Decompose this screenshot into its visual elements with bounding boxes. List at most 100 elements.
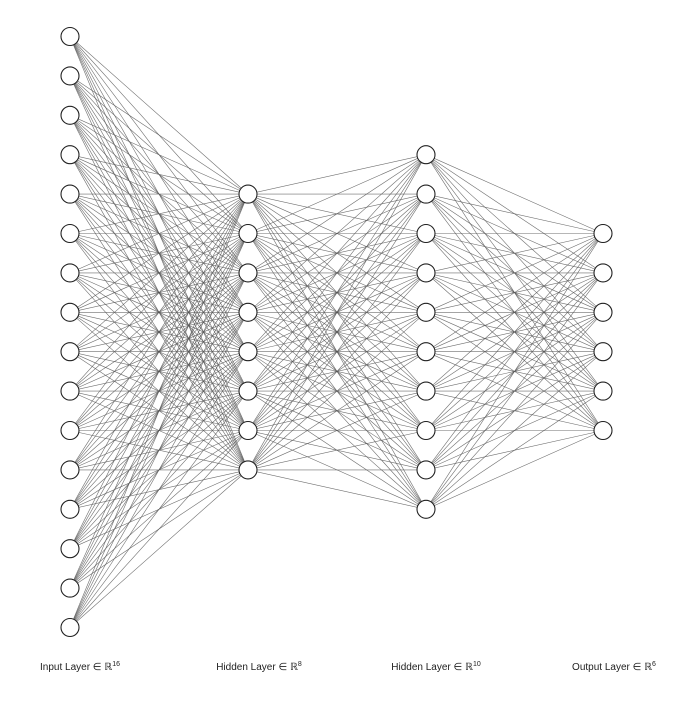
edge-input-15-to-hidden1-2 (69, 272, 249, 628)
edge-input-8-to-hidden1-0 (69, 193, 249, 352)
edge-hidden1-7-to-hidden2-4 (247, 312, 427, 471)
hidden2-neuron-2 (416, 184, 436, 204)
edge-hidden1-7-to-hidden2-9 (247, 469, 427, 510)
input-neuron-15 (60, 578, 80, 598)
edge-hidden2-9-to-output-5 (425, 430, 604, 510)
input-neuron-5 (60, 184, 80, 204)
input-neuron-1 (60, 26, 80, 47)
edge-input-15-to-hidden1-1 (69, 233, 249, 628)
edge-hidden2-9-to-output-3 (425, 351, 604, 510)
input-neuron-11 (60, 420, 80, 441)
edge-input-6-to-hidden1-0 (69, 193, 249, 274)
edge-hidden1-1-to-hidden2-0 (247, 154, 427, 234)
hidden1-neuron-5 (238, 342, 258, 362)
output-neuron-5 (593, 381, 613, 401)
edge-hidden1-3-to-hidden2-0 (247, 154, 427, 313)
connections (69, 36, 604, 628)
edge-input-12-to-hidden1-0 (69, 193, 249, 510)
hidden2-neuron-7 (416, 381, 436, 401)
edge-input-7-to-hidden1-0 (69, 193, 249, 313)
edge-input-15-to-hidden1-7 (69, 469, 249, 628)
edge-input-2-to-hidden1-0 (69, 115, 249, 195)
edge-input-15-to-hidden1-3 (69, 312, 249, 628)
hidden1-neuron-7 (238, 420, 258, 441)
edge-hidden1-5-to-hidden2-0 (247, 154, 427, 392)
edge-hidden1-2-to-hidden2-0 (247, 154, 427, 274)
edge-hidden2-9-to-output-2 (425, 312, 604, 510)
edge-hidden1-0-to-hidden2-0 (247, 154, 427, 195)
edge-hidden1-7-to-hidden2-2 (247, 233, 427, 471)
edge-hidden2-3-to-output-0 (425, 233, 604, 274)
edge-hidden1-7-to-hidden2-6 (247, 390, 427, 471)
edge-input-0-to-hidden1-0 (69, 36, 249, 195)
edge-input-1-to-hidden1-0 (69, 75, 249, 195)
input-neuron-2 (60, 66, 80, 86)
hidden2-neuron-9 (416, 460, 436, 480)
hidden1-neuron-3 (238, 263, 258, 283)
input-neuron-8 (60, 302, 80, 322)
edge-hidden2-1-to-output-0 (425, 193, 604, 234)
edge-input-10-to-hidden1-0 (69, 193, 249, 431)
neurons (60, 26, 613, 638)
output-layer-label: Output Layer ∈ ℝ6 (572, 661, 656, 673)
edge-input-11-to-hidden1-0 (69, 193, 249, 471)
edge-input-14-to-hidden1-0 (69, 193, 249, 589)
input-neuron-4 (60, 145, 80, 165)
input-neuron-6 (60, 223, 80, 244)
edge-input-13-to-hidden1-0 (69, 193, 249, 549)
edge-hidden2-4-to-output-0 (425, 233, 604, 313)
edge-input-15-to-hidden1-5 (69, 390, 249, 628)
output-neuron-4 (593, 342, 613, 362)
edge-hidden1-6-to-hidden2-0 (247, 154, 427, 431)
edge-hidden1-7-to-hidden2-3 (247, 272, 427, 471)
edge-hidden2-9-to-output-4 (425, 390, 604, 510)
hidden2-neuron-10 (416, 499, 436, 519)
output-neuron-3 (593, 302, 613, 322)
edge-input-15-to-hidden1-6 (69, 430, 249, 628)
edge-hidden2-7-to-output-0 (425, 233, 604, 431)
hidden1-neuron-1 (238, 184, 258, 204)
input-neuron-16 (60, 617, 80, 638)
hidden2-neuron-3 (416, 223, 436, 244)
hidden2-neuron-5 (416, 302, 436, 322)
hidden-layer-1-label: Hidden Layer ∈ ℝ8 (216, 661, 302, 673)
edge-input-9-to-hidden1-0 (69, 193, 249, 392)
edge-hidden2-6-to-output-0 (425, 233, 604, 392)
edge-input-15-to-hidden1-0 (69, 193, 249, 628)
input-neuron-10 (60, 381, 80, 401)
hidden2-neuron-8 (416, 420, 436, 441)
input-neuron-14 (60, 539, 80, 559)
output-neuron-1 (593, 223, 613, 244)
hidden2-neuron-1 (416, 145, 436, 165)
edge-input-15-to-hidden1-4 (69, 351, 249, 628)
hidden1-neuron-2 (238, 223, 258, 244)
input-neuron-13 (60, 499, 80, 519)
hidden-layer-2-label: Hidden Layer ∈ ℝ10 (391, 661, 481, 673)
edge-hidden1-7-to-hidden2-1 (247, 193, 427, 471)
hidden2-neuron-4 (416, 263, 436, 283)
edge-hidden1-7-to-hidden2-7 (247, 430, 427, 471)
input-neuron-7 (60, 263, 80, 283)
input-neuron-9 (60, 342, 80, 362)
edge-input-5-to-hidden1-0 (69, 193, 249, 234)
hidden2-neuron-6 (416, 342, 436, 362)
hidden1-neuron-8 (238, 460, 258, 480)
edge-hidden1-4-to-hidden2-0 (247, 154, 427, 352)
edge-hidden1-7-to-hidden2-5 (247, 351, 427, 471)
edge-hidden1-7-to-hidden2-0 (247, 154, 427, 471)
hidden1-neuron-4 (238, 302, 258, 322)
layer-labels: Input Layer ∈ ℝ16 Hidden Layer ∈ ℝ8 Hidd… (40, 661, 656, 673)
edge-input-3-to-hidden1-0 (69, 154, 249, 195)
edge-hidden2-8-to-output-0 (425, 233, 604, 471)
input-layer-label: Input Layer ∈ ℝ16 (40, 661, 120, 673)
output-neuron-6 (593, 420, 613, 441)
edge-hidden2-5-to-output-0 (425, 233, 604, 352)
hidden1-neuron-6 (238, 381, 258, 401)
edge-hidden2-0-to-output-0 (425, 154, 604, 234)
input-neuron-12 (60, 460, 80, 480)
edge-hidden2-9-to-output-1 (425, 272, 604, 510)
input-neuron-3 (60, 105, 80, 125)
edge-hidden2-9-to-output-0 (425, 233, 604, 510)
output-neuron-2 (593, 263, 613, 283)
